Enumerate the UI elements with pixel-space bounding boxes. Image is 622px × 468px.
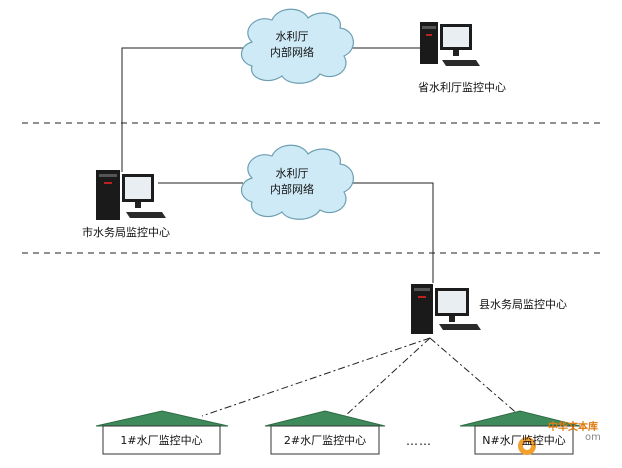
link-cloud-2-to-county xyxy=(352,182,434,283)
plant-box xyxy=(270,425,380,455)
plant-roof xyxy=(95,410,229,427)
county-center-label: 县水务局监控中心 xyxy=(479,298,567,311)
province-center-label: 省水利厅监控中心 xyxy=(418,81,506,94)
cloud-internal-network-2 xyxy=(240,144,354,220)
cloud-internal-network-1 xyxy=(240,8,354,84)
cloud-shape xyxy=(240,8,354,84)
plant-1-label: 1#水厂监控中心 xyxy=(120,434,203,447)
cloud-2-line1: 水利厅 xyxy=(275,167,309,180)
city-center-label: 市水务局监控中心 xyxy=(82,226,170,239)
watermark-text-2: om xyxy=(585,432,601,443)
computer-icon-county xyxy=(411,284,481,334)
connections xyxy=(121,47,434,283)
computer-icon-province xyxy=(420,22,480,66)
cloud-shape xyxy=(240,144,354,220)
plants-ellipsis: …… xyxy=(406,434,432,448)
water-plant-2 xyxy=(264,410,386,455)
cloud-1-line1: 水利厅 xyxy=(275,30,309,43)
plant-links xyxy=(201,337,521,417)
plant-roof xyxy=(264,410,386,427)
link-county-to-plant-2 xyxy=(344,337,431,417)
plant-n-label: N#水厂监控中心 xyxy=(482,434,566,447)
watermark-gear-icon xyxy=(518,437,536,455)
plant-2-label: 2#水厂监控中心 xyxy=(283,434,367,447)
cloud-2-line2: 内部网络 xyxy=(270,183,314,196)
link-county-to-plant-n xyxy=(429,337,521,417)
link-county-to-plant-1 xyxy=(201,337,431,417)
cloud-1-label: 水利厅 内部网络 xyxy=(262,29,322,61)
cloud-1-line2: 内部网络 xyxy=(270,46,314,59)
water-plant-1 xyxy=(95,410,229,455)
watermark-text: 中华文本库 xyxy=(548,422,598,433)
computer-icon-city xyxy=(96,170,166,220)
plant-box xyxy=(102,425,221,455)
link-city-to-cloud-1 xyxy=(121,47,245,172)
cloud-2-label: 水利厅 内部网络 xyxy=(262,166,322,198)
